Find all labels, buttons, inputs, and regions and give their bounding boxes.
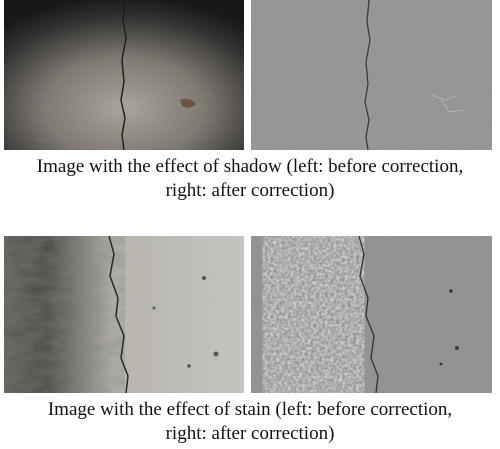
shadow-caption: Image with the effect of shadow (left: b… bbox=[0, 155, 500, 203]
shadow-before-image bbox=[4, 0, 244, 150]
stain-after-image bbox=[251, 236, 492, 393]
stain-caption-line1: Image with the effect of stain (left: be… bbox=[47, 399, 453, 420]
stain-before-image bbox=[4, 236, 244, 393]
stain-caption-line2: right: after correction) bbox=[165, 423, 335, 444]
stain-caption: Image with the effect of stain (left: be… bbox=[0, 398, 500, 446]
shadow-after-image bbox=[251, 0, 492, 150]
shadow-caption-line1: Image with the effect of shadow (left: b… bbox=[36, 156, 464, 177]
shadow-caption-line2: right: after correction) bbox=[165, 180, 335, 201]
